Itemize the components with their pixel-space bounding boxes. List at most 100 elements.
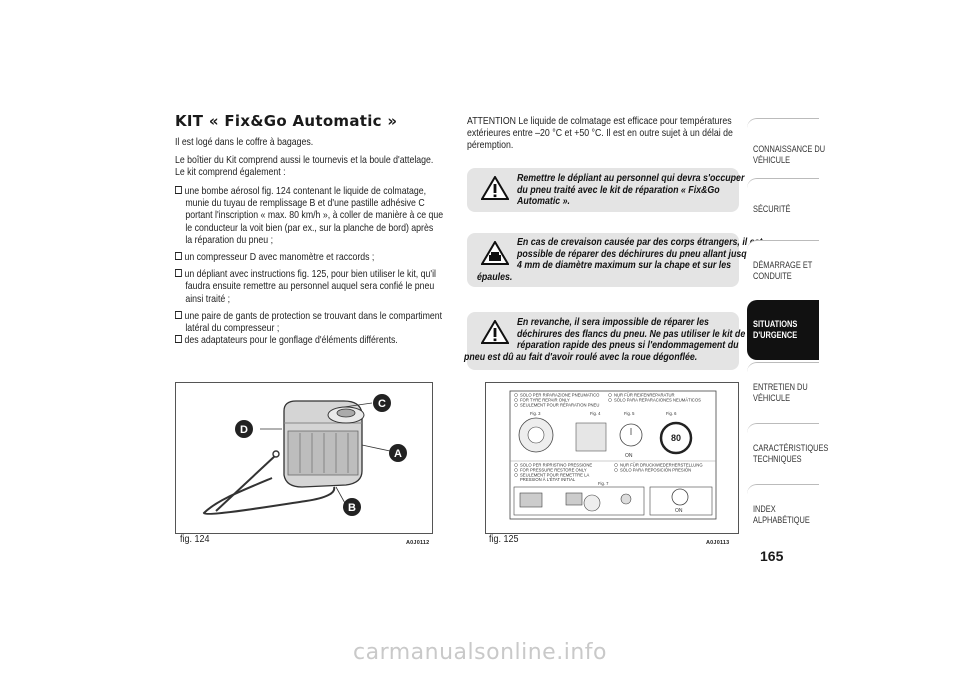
component-list: une bombe aérosol fig. 124 contenant le … [175,186,443,347]
figure-124-compressor: C D A B [175,382,433,534]
warning-line: épaules. [477,272,513,283]
page-number: 165 [760,548,784,564]
warning-line: 4 mm de diamètre maximum sur la chape et… [517,260,732,272]
leaflet-text: FOR TYRE REPAIR ONLY [520,398,570,403]
callout-a: A [389,444,407,462]
warning-triangle-icon [481,320,509,344]
svg-text:C: C [378,398,386,410]
list-item-line: une bombe aérosol fig. 124 contenant le … [184,186,427,197]
warning-text: En revanche, il sera impossible de répar… [517,317,745,352]
list-item: des adaptateurs pour le gonflage d'éléme… [175,335,443,347]
warning-line: du pneu traité avec le kit de réparation… [517,184,720,196]
watermark: carmanualsonline.info [353,640,607,665]
bullet-square-icon [175,335,182,344]
warning-line: pneu est dû au fait d'avoir roulé avec l… [464,352,698,363]
list-item-line: portant l'inscription « max. 80 km/h », … [185,210,444,222]
list-item-line: latéral du compresseur ; [185,323,280,335]
intro-text: Il est logé dans le coffre à bagages. Le… [175,137,433,180]
intro-line: Il est logé dans le coffre à bagages. [175,137,314,148]
leaflet-fig-label: Fig. 6 [666,411,677,416]
callout-c: C [373,394,391,412]
warning-text: En cas de crevaison causée par des corps… [517,237,762,272]
tab-securite[interactable]: SÉCURITÉ [747,178,819,237]
repair-leaflet-illustration: SOLO PER RIPARAZIONE PNEUMATICO FOR TYRE… [509,390,717,520]
callout-b: B [343,498,361,516]
leaflet-text: SÓLO PARA REPARACIONES NEUMÁTICOS [614,398,701,403]
leaflet-text: PRESSION À L'ÉTAT INITIAL [520,477,576,482]
leaflet-text: SOLO PER RIPRISTINO PRESSIONE [520,463,592,468]
figure-125-code: A0J0113 [706,540,730,546]
figure-125-label: fig. 125 [489,534,519,545]
warning-box: Remettre le dépliant au personnel qui de… [467,168,744,212]
leaflet-text: SOLO PER RIPARAZIONE PNEUMATICO [520,393,600,398]
attention-line: ATTENTION Le liquide de colmatage est ef… [467,116,732,127]
bullet-square-icon [175,186,182,194]
warning-line: En revanche, il sera impossible de répar… [517,317,709,328]
list-item: une bombe aérosol fig. 124 contenant le … [175,186,443,247]
list-item: un dépliant avec instructions fig. 125, … [175,269,443,306]
leaflet-text: SÓLO PARA REPOSICIÓN PRESIÓN [620,468,691,473]
list-item-line: ainsi traité ; [185,293,231,305]
leaflet-text: SEULEMENT POUR RÉPARATION PNEU [520,403,599,408]
warning-line: déchirures des flancs du pneu. Ne pas ut… [517,328,746,340]
leaflet-fig-label: Fig. 3 [530,411,541,416]
switch-label: ON [625,453,633,459]
warning-triangle-icon [481,241,509,265]
warning-triangle-icon [481,176,509,200]
warning-box: En revanche, il sera impossible de répar… [464,312,745,370]
intro-line: Le boîtier du Kit comprend aussi le tour… [175,155,434,167]
list-item: une paire de gants de protection se trou… [175,310,443,335]
warning-box: En cas de crevaison causée par des corps… [467,233,762,287]
warning-line: Remettre le dépliant au personnel qui de… [517,173,745,184]
bullet-square-icon [175,310,182,319]
section-title: KIT « Fix&Go Automatic » [175,112,398,130]
leaflet-text: NUR FÜR DRUCKWIEDERHERSTELLUNG [620,463,703,468]
leaflet-fig-label: Fig. 4 [590,411,601,416]
warning-line: réparation rapide des pneus si l'endomma… [517,340,739,352]
figure-124-code: A0J0112 [406,540,430,546]
svg-text:B: B [348,502,356,514]
callout-d: D [235,420,253,438]
bullet-square-icon [175,252,182,261]
list-item-line: des adaptateurs pour le gonflage d'éléme… [184,335,398,347]
warning-line: En cas de crevaison causée par des corps… [517,237,763,248]
leaflet-text: SEULEMENT POUR REMETTRE LA [520,473,589,478]
figure-125-leaflet: SOLO PER RIPARAZIONE PNEUMATICO FOR TYRE… [485,382,739,534]
bullet-square-icon [175,269,182,278]
tab-label: SÉCURITÉ [753,204,791,215]
speed-limit-sign: 80 [671,433,681,443]
leaflet-fig-label: Fig. 7 [598,481,609,486]
list-item-line: un dépliant avec instructions fig. 125, … [184,269,436,281]
list-item-line: munie du tuyau de remplissage B et d'une… [185,198,425,210]
list-item-line: une paire de gants de protection se trou… [184,310,443,322]
list-item-line: faudra ensuite remettre au personnel auq… [185,281,435,293]
leaflet-text: NUR FÜR REIFENREPARATUR [614,393,675,398]
warning-line: possible de réparer des déchirures du pn… [517,248,760,260]
intro-line: Le kit comprend également : [175,167,286,179]
svg-text:A: A [394,448,402,460]
leaflet-fig-label: Fig. 5 [624,411,635,416]
list-item-line: la réparation du pneu ; [185,234,273,246]
figure-124-label: fig. 124 [180,534,210,545]
compressor-illustration: C D A B [202,394,407,516]
attention-line: extérieures entre –20 °C et +50 °C. Il e… [467,128,733,140]
list-item-line: le conducteur la voit bien (par ex., sur… [185,222,434,234]
attention-note: ATTENTION Le liquide de colmatage est ef… [467,116,733,153]
list-item-line: un compresseur D avec manomètre et racco… [184,252,375,264]
warning-text: Remettre le dépliant au personnel qui de… [517,173,744,208]
attention-line: péremption. [467,140,514,152]
list-item: un compresseur D avec manomètre et racco… [175,252,443,264]
switch-label: ON [675,508,683,514]
